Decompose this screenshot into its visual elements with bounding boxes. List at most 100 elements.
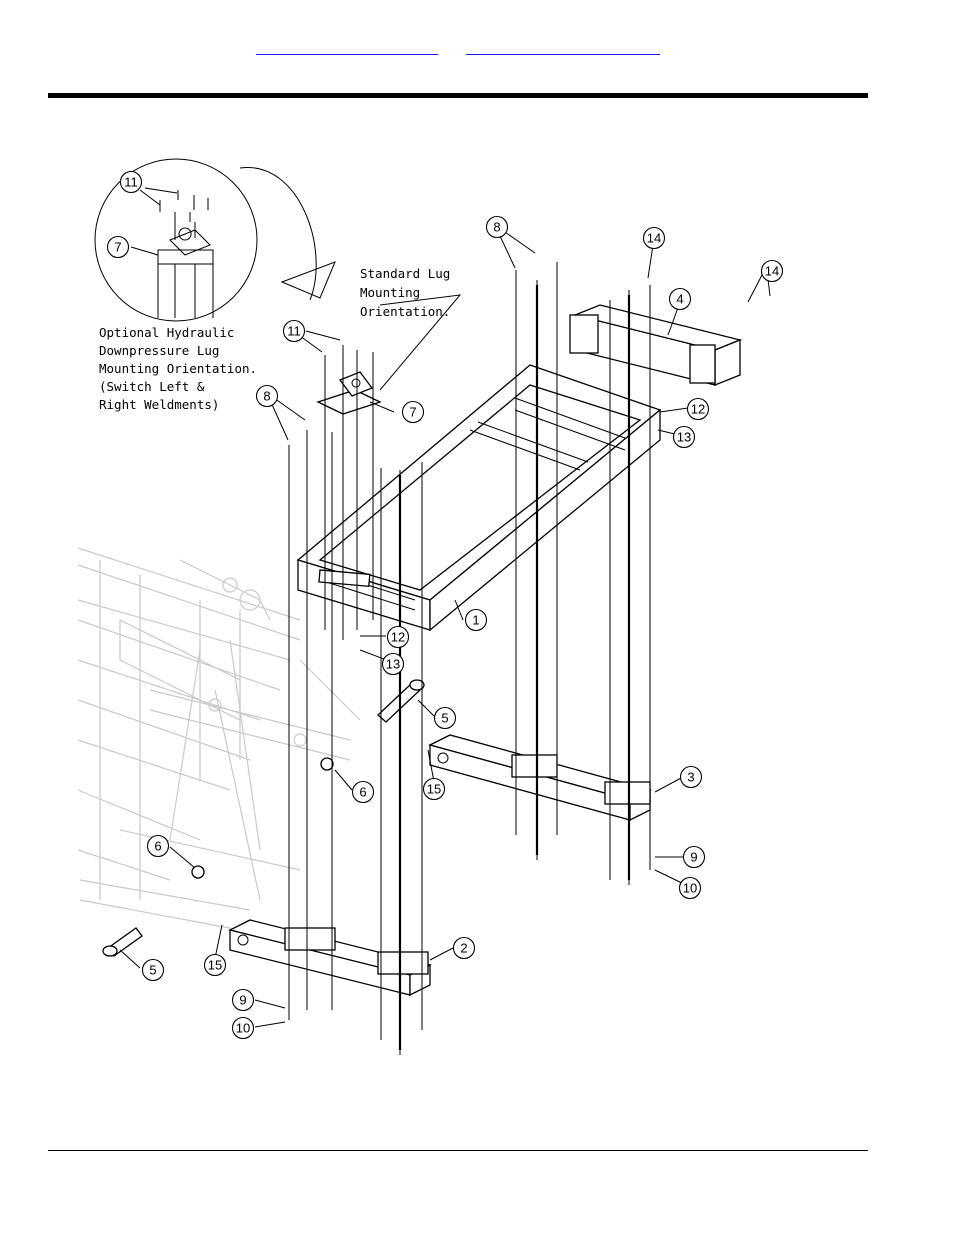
note-line: Downpressure Lug (99, 343, 219, 358)
callout-3: 3 (679, 765, 703, 789)
callout-circle (686, 397, 710, 421)
callout-5: 5 (433, 706, 457, 730)
callout-circle (106, 235, 130, 259)
callout-8: 8 (255, 384, 279, 408)
callout-2: 2 (452, 936, 476, 960)
callout-number: 13 (386, 657, 400, 672)
callout-circle (146, 834, 170, 858)
callout-circle (452, 936, 476, 960)
callout-number: 13 (677, 430, 691, 445)
callout-number: 15 (208, 958, 222, 973)
callout-12: 12 (686, 397, 710, 421)
note-line: Right Weldments) (99, 397, 219, 412)
callout-number: 6 (154, 839, 161, 854)
callout-circle (119, 170, 143, 194)
callout-circle (381, 652, 405, 676)
note-line: Standard Lug (360, 266, 450, 281)
callout-13: 13 (381, 652, 405, 676)
callout-number: 2 (460, 941, 467, 956)
header-link-left[interactable] (256, 40, 438, 55)
callout-circle (678, 876, 702, 900)
optional-detail-view (94, 158, 336, 322)
callout-9: 9 (682, 845, 706, 869)
callout-number: 8 (263, 389, 270, 404)
callout-14: 14 (642, 226, 666, 250)
callout-circle (351, 780, 375, 804)
callout-14: 14 (760, 259, 784, 283)
callout-number: 4 (676, 292, 683, 307)
callout-circle (422, 777, 446, 801)
callout-1: 1 (464, 608, 488, 632)
callout-8: 8 (485, 215, 509, 239)
callout-circle (672, 425, 696, 449)
callout-circle (433, 706, 457, 730)
rear-bracket (569, 304, 743, 386)
callout-circle (231, 988, 255, 1012)
callout-number: 14 (765, 264, 779, 279)
callout-number: 9 (239, 993, 246, 1008)
callout-circle (485, 215, 509, 239)
standard-lug-note: Standard Lug Mounting Orientation. (360, 266, 450, 319)
callout-7: 7 (401, 400, 425, 424)
callout-circle (255, 384, 279, 408)
callout-number: 14 (647, 231, 661, 246)
optional-lug-note: Optional Hydraulic Downpressure Lug Moun… (99, 325, 257, 412)
callout-10: 10 (231, 1016, 255, 1040)
callout-15: 15 (203, 953, 227, 977)
note-line: (Switch Left & (99, 379, 205, 394)
callout-4: 4 (668, 287, 692, 311)
callout-circle (282, 319, 306, 343)
pins-and-nuts (102, 679, 425, 957)
callout-number: 5 (441, 711, 448, 726)
callout-number: 10 (236, 1021, 250, 1036)
callout-6: 6 (351, 780, 375, 804)
callout-number: 15 (427, 782, 441, 797)
callout-circle (464, 608, 488, 632)
note-line: Mounting (360, 285, 420, 300)
callout-circle (386, 625, 410, 649)
callout-number: 6 (359, 785, 366, 800)
callout-number: 10 (683, 881, 697, 896)
callout-number: 12 (391, 630, 405, 645)
callout-circle (401, 400, 425, 424)
callout-9: 9 (231, 988, 255, 1012)
note-line: Orientation. (360, 304, 450, 319)
right-tube (428, 734, 652, 822)
callout-13: 13 (672, 425, 696, 449)
header-link-right[interactable] (466, 40, 660, 55)
callout-number: 7 (114, 240, 121, 255)
callout-5: 5 (141, 958, 165, 982)
bolt-lines (288, 262, 651, 1055)
callout-number: 1 (472, 613, 479, 628)
bottom-rule (48, 1150, 868, 1151)
callout-7: 7 (106, 235, 130, 259)
left-tube (228, 919, 432, 997)
callout-number: 3 (687, 770, 694, 785)
mounting-lug (316, 371, 382, 415)
callout-circle (642, 226, 666, 250)
top-rule (48, 93, 868, 98)
callout-number: 8 (493, 220, 500, 235)
note-line: Optional Hydraulic (99, 325, 234, 340)
callout-12: 12 (386, 625, 410, 649)
callout-circle (231, 1016, 255, 1040)
callout-circle (760, 259, 784, 283)
callout-circle (668, 287, 692, 311)
background-implement (77, 547, 361, 931)
callout-circle (203, 953, 227, 977)
callout-number: 11 (124, 175, 138, 190)
callout-circle (682, 845, 706, 869)
callout-number: 9 (690, 850, 697, 865)
callout-11: 11 (119, 170, 143, 194)
callout-circle (679, 765, 703, 789)
callout-circle (141, 958, 165, 982)
callout-6: 6 (146, 834, 170, 858)
callout-number: 5 (149, 963, 156, 978)
note-line: Mounting Orientation. (99, 361, 257, 376)
callout-number: 11 (287, 324, 301, 339)
leader-lines (119, 187, 771, 1028)
callout-11: 11 (282, 319, 306, 343)
callout-15: 15 (422, 777, 446, 801)
